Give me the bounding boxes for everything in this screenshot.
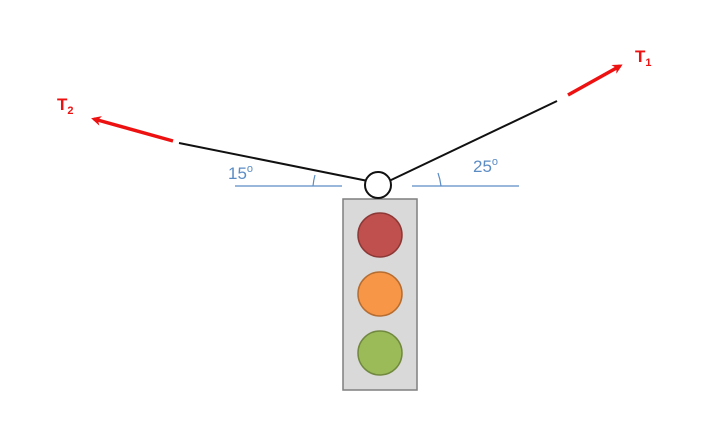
red-lamp [357,212,403,258]
t2-force-arrow [91,116,174,143]
right-angle-arc [437,172,442,187]
green-lamp [357,330,403,376]
right-cable [388,100,558,182]
t1-label: T1 [635,47,652,69]
t1-force-arrow [567,64,623,97]
orange-lamp [357,271,403,317]
suspension-ring [364,171,392,199]
left-angle-label: 15o [228,163,253,183]
left-angle-arc [312,174,316,187]
left-cable [178,142,369,182]
t2-label: T2 [57,95,74,117]
right-angle-label: 25o [473,156,498,176]
